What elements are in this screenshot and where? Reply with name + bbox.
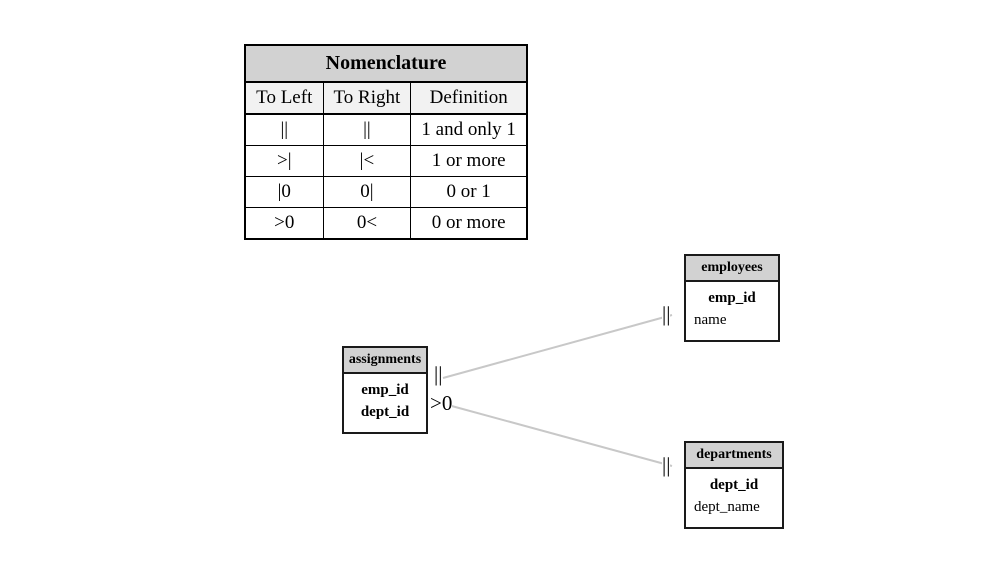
entity-assignments[interactable]: assignments emp_id dept_id xyxy=(342,346,428,434)
attribute-emp-id: emp_id xyxy=(361,382,409,398)
nomenclature-legend: Nomenclature To Left To Right Definition… xyxy=(244,44,528,240)
legend-to-right-symbol: 0| xyxy=(322,176,412,208)
entity-assignments-title: assignments xyxy=(344,348,426,374)
attribute-emp-id: emp_id xyxy=(708,290,756,306)
entity-employees-attributes: emp_id name xyxy=(686,282,778,340)
entity-departments-title: departments xyxy=(686,443,782,469)
legend-definition: 0 or 1 xyxy=(410,176,528,208)
legend-title: Nomenclature xyxy=(244,44,528,83)
attribute-name: name xyxy=(694,311,727,328)
legend-header-row: To Left To Right Definition xyxy=(244,81,528,115)
cardinality-assignments-to-employees: || xyxy=(434,362,443,386)
cardinality-assignments-to-departments: >0 xyxy=(430,391,453,415)
entity-assignments-attributes: emp_id dept_id xyxy=(344,374,426,432)
legend-column-to-right: To Right xyxy=(322,81,412,115)
cardinality-departments-to-assignments: || xyxy=(662,453,671,477)
legend-definition: 1 or more xyxy=(410,145,528,177)
legend-definition: 0 or more xyxy=(410,207,528,240)
entity-employees-title: employees xyxy=(686,256,778,282)
legend-row: >0 0< 0 or more xyxy=(244,207,528,240)
relationship-line-assignments-departments xyxy=(447,404,673,467)
legend-to-left-symbol: >| xyxy=(244,145,324,177)
entity-employees[interactable]: employees emp_id name xyxy=(684,254,780,342)
legend-title-row: Nomenclature xyxy=(244,44,528,83)
legend-to-left-symbol: |0 xyxy=(244,176,324,208)
attribute-dept-id: dept_id xyxy=(360,403,410,420)
legend-row: |0 0| 0 or 1 xyxy=(244,176,528,208)
legend-to-right-symbol: |< xyxy=(322,145,412,177)
attribute-dept-id: dept_id xyxy=(709,477,759,493)
legend-column-to-left: To Left xyxy=(244,81,324,115)
legend-to-left-symbol: >0 xyxy=(244,207,324,240)
entity-departments-attributes: dept_id dept_name xyxy=(686,469,782,527)
entity-departments[interactable]: departments dept_id dept_name xyxy=(684,441,784,529)
legend-column-definition: Definition xyxy=(410,81,528,115)
attribute-dept-name: dept_name xyxy=(694,498,760,515)
relationship-line-assignments-employees xyxy=(442,314,673,379)
legend-row: >| |< 1 or more xyxy=(244,145,528,177)
cardinality-employees-to-assignments: || xyxy=(662,302,671,326)
